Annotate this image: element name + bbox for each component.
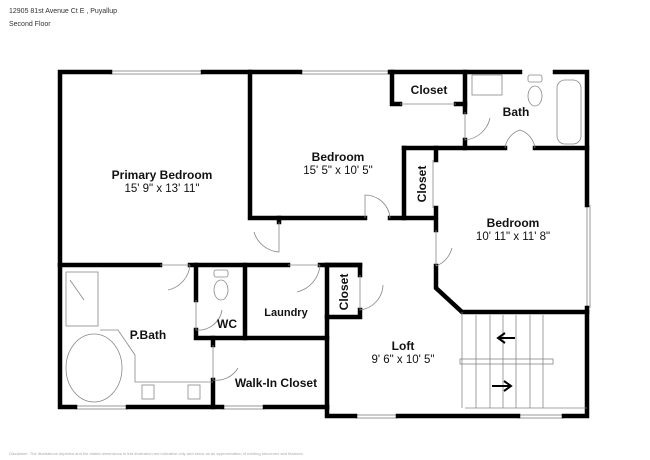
walls [57, 69, 590, 419]
room-dims-loft: 9' 6" x 10' 5" [371, 354, 434, 366]
room-name-laundry: Laundry [264, 307, 308, 319]
room-dims-bedroom-1: 15' 5" x 10' 5" [303, 165, 372, 177]
room-name-closet: Closet [415, 166, 429, 203]
address: 12905 81st Avenue Ct E , Puyallup [9, 8, 118, 15]
room-name-loft: Loft [392, 339, 415, 353]
round-tub-icon [65, 333, 123, 403]
room-name-closet: Closet [411, 83, 448, 97]
room-dims-primary-bedroom: 15' 9" x 13' 11" [124, 183, 199, 195]
fixtures [65, 74, 582, 403]
sink-icon [187, 384, 201, 400]
room-dims-bedroom-2: 10' 11" x 11' 8" [476, 231, 550, 243]
room-name-bedroom-2: Bedroom [487, 216, 540, 230]
room-name-closet: Closet [337, 274, 351, 311]
room-name-wc: WC [217, 317, 237, 331]
doors [160, 103, 536, 381]
disclaimer: Disclaimer: The illustrations depicted a… [9, 451, 304, 456]
shower-icon [65, 271, 99, 327]
room-name-primary-bedroom: Primary Bedroom [112, 168, 213, 182]
arrow-left-icon [496, 332, 515, 344]
room-name-p-bath: P.Bath [130, 328, 166, 342]
toilet-icon [527, 85, 543, 107]
room-name-walk-in-closet: Walk-In Closet [235, 376, 317, 390]
toilet-icon [213, 279, 229, 301]
room-name-bath: Bath [503, 105, 530, 119]
arrow-right-icon [492, 380, 513, 392]
sink-icon [471, 74, 503, 96]
stairs [459, 312, 587, 409]
floor-label: Second Floor [9, 21, 51, 28]
room-name-bedroom-1: Bedroom [312, 150, 365, 164]
bathtub-icon [556, 79, 582, 145]
windows [75, 70, 591, 419]
sink-icon [141, 384, 155, 400]
